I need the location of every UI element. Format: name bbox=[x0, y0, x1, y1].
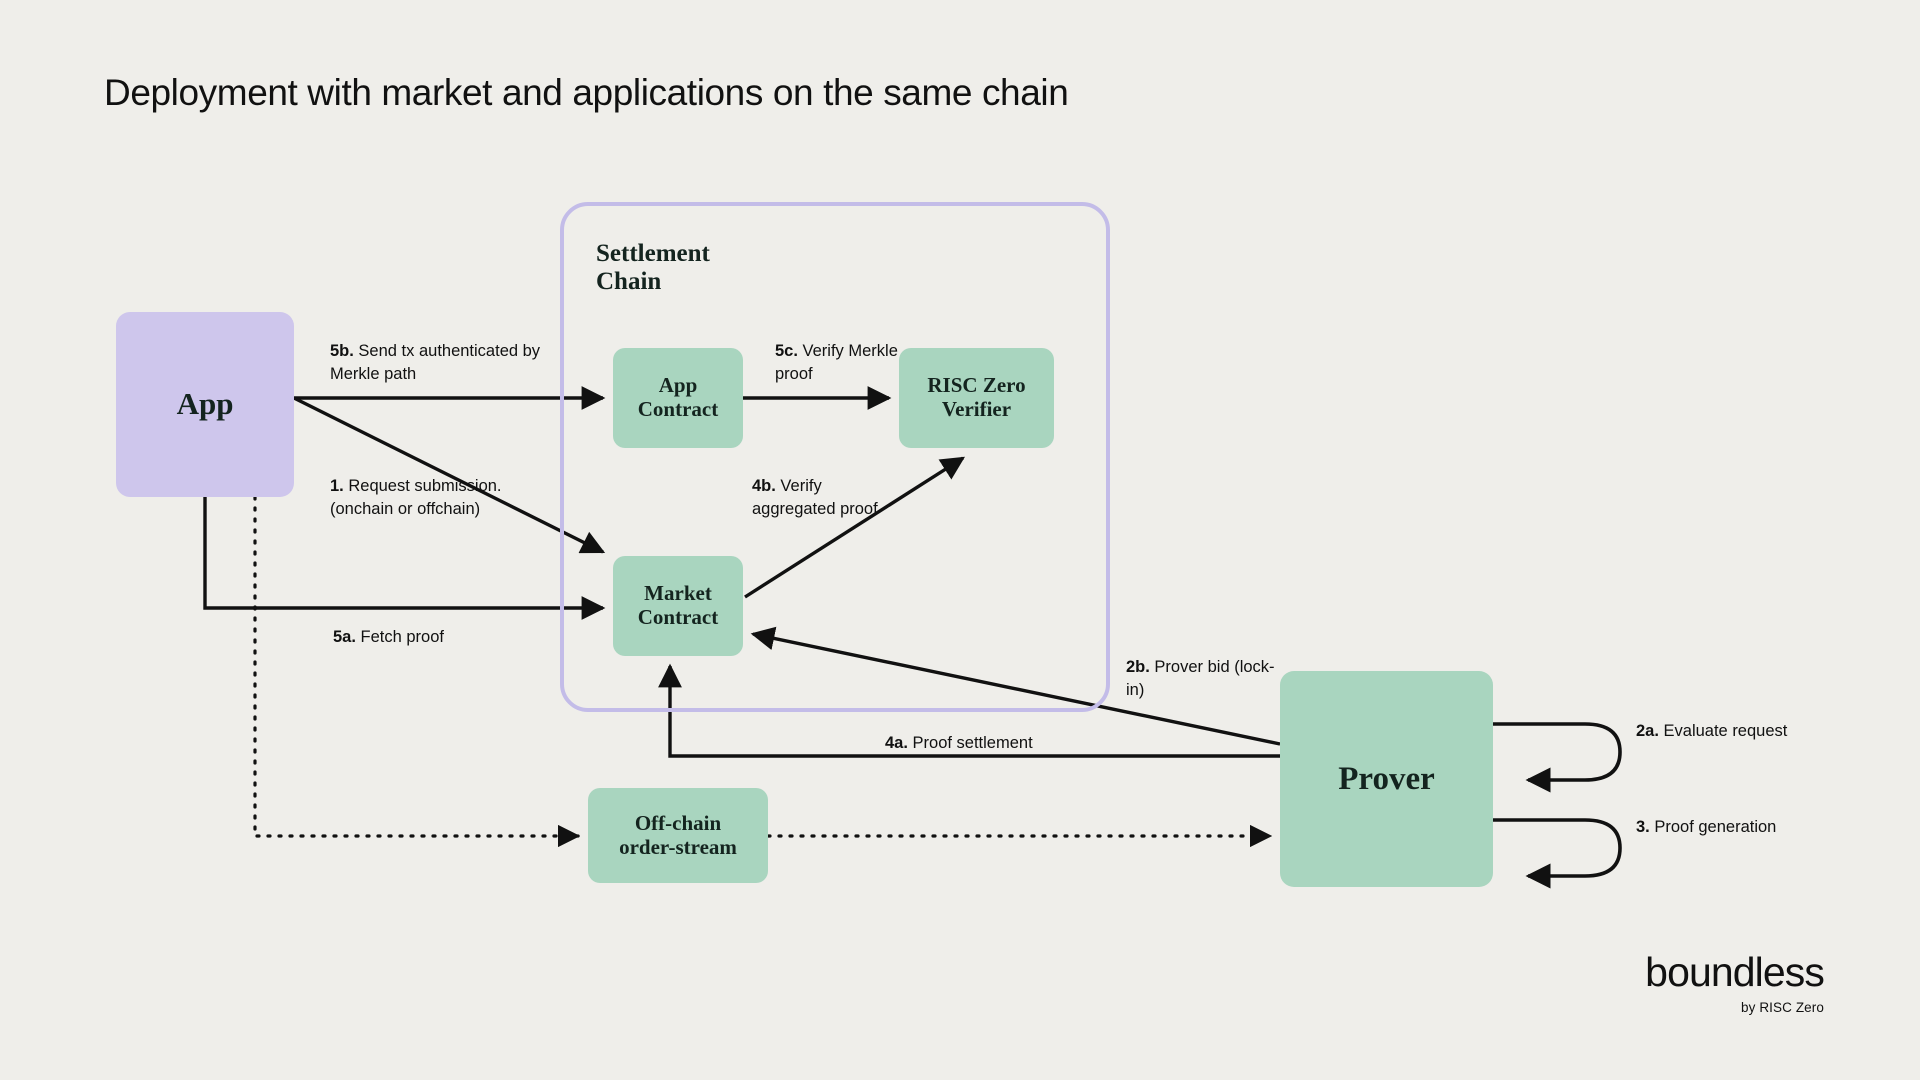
edge-step-5a: 5a. bbox=[333, 628, 356, 646]
logo-wordmark: boundless bbox=[1645, 949, 1825, 995]
edge-step-5b: 5b. bbox=[330, 342, 354, 360]
page-title: Deployment with market and applications … bbox=[104, 72, 1069, 113]
edge-text-4a: Proof settlement bbox=[907, 734, 1033, 752]
edge-text-3: Proof generation bbox=[1649, 818, 1777, 836]
edge-label-4a: 4a. Proof settlement bbox=[885, 732, 1115, 755]
edge-step-1: 1. bbox=[330, 477, 344, 495]
edge-text-5b: Send tx authenticated by Merkle path bbox=[330, 342, 541, 384]
edge-text-2b: Prover bid (lock-in) bbox=[1126, 658, 1275, 700]
edge-text-4b: Verify aggregated proof bbox=[752, 477, 878, 519]
edge-3-prover-self-loop bbox=[1493, 818, 1622, 889]
edge-text-5c: Verify Merkle proof bbox=[775, 342, 898, 384]
boundless-logo: boundless by RISC Zero bbox=[1609, 949, 1825, 1016]
edge-label-5a: 5a. Fetch proof bbox=[333, 626, 533, 649]
node-prover[interactable]: Prover bbox=[1280, 671, 1493, 887]
edge-4a-prover-to-market-contract bbox=[658, 663, 1280, 758]
edge-label-2b: 2b. Prover bid (lock-in) bbox=[1126, 656, 1276, 703]
edge-label-4b: 4b. Verify aggregated proof bbox=[752, 475, 882, 522]
edge-label-3: 3. Proof generation bbox=[1636, 816, 1896, 839]
edge-2b-prover-to-market-contract bbox=[750, 626, 1281, 746]
edge-label-5b: 5b. Send tx authenticated by Merkle path bbox=[330, 340, 560, 387]
edge-1-app-to-market-contract bbox=[293, 396, 606, 554]
logo-tagline: by RISC Zero bbox=[1741, 1000, 1824, 1015]
settlement-chain-label: Settlement Chain bbox=[596, 240, 710, 295]
edge-step-3: 3. bbox=[1636, 818, 1650, 836]
edge-text-1: Request submission. (onchain or offchain… bbox=[330, 477, 502, 519]
edge-step-2b: 2b. bbox=[1126, 658, 1150, 676]
node-app[interactable]: App bbox=[116, 312, 294, 497]
edge-label-2a: 2a. Evaluate request bbox=[1636, 720, 1896, 743]
edge-text-2a: Evaluate request bbox=[1658, 722, 1788, 740]
node-risc-zero-verifier[interactable]: RISC Zero Verifier bbox=[899, 348, 1054, 448]
edge-5a-app-to-market-contract bbox=[203, 497, 606, 620]
edge-label-5c: 5c. Verify Merkle proof bbox=[775, 340, 915, 387]
node-app-contract[interactable]: App Contract bbox=[613, 348, 743, 448]
node-off-chain-order-stream[interactable]: Off-chain order-stream bbox=[588, 788, 768, 883]
edge-4b-market-contract-to-verifier bbox=[744, 456, 966, 599]
edge-step-4b: 4b. bbox=[752, 477, 776, 495]
edge-label-1: 1. Request submission. (onchain or offch… bbox=[330, 475, 530, 522]
edge-2a-prover-self-loop bbox=[1493, 722, 1622, 793]
edge-step-2a: 2a. bbox=[1636, 722, 1659, 740]
edge-step-5c: 5c. bbox=[775, 342, 798, 360]
settlement-chain-container bbox=[560, 202, 1110, 712]
node-market-contract[interactable]: Market Contract bbox=[613, 556, 743, 656]
edge-step-4a: 4a. bbox=[885, 734, 908, 752]
edge-dotted-app-to-order-stream bbox=[253, 495, 581, 848]
edge-text-5a: Fetch proof bbox=[355, 628, 444, 646]
